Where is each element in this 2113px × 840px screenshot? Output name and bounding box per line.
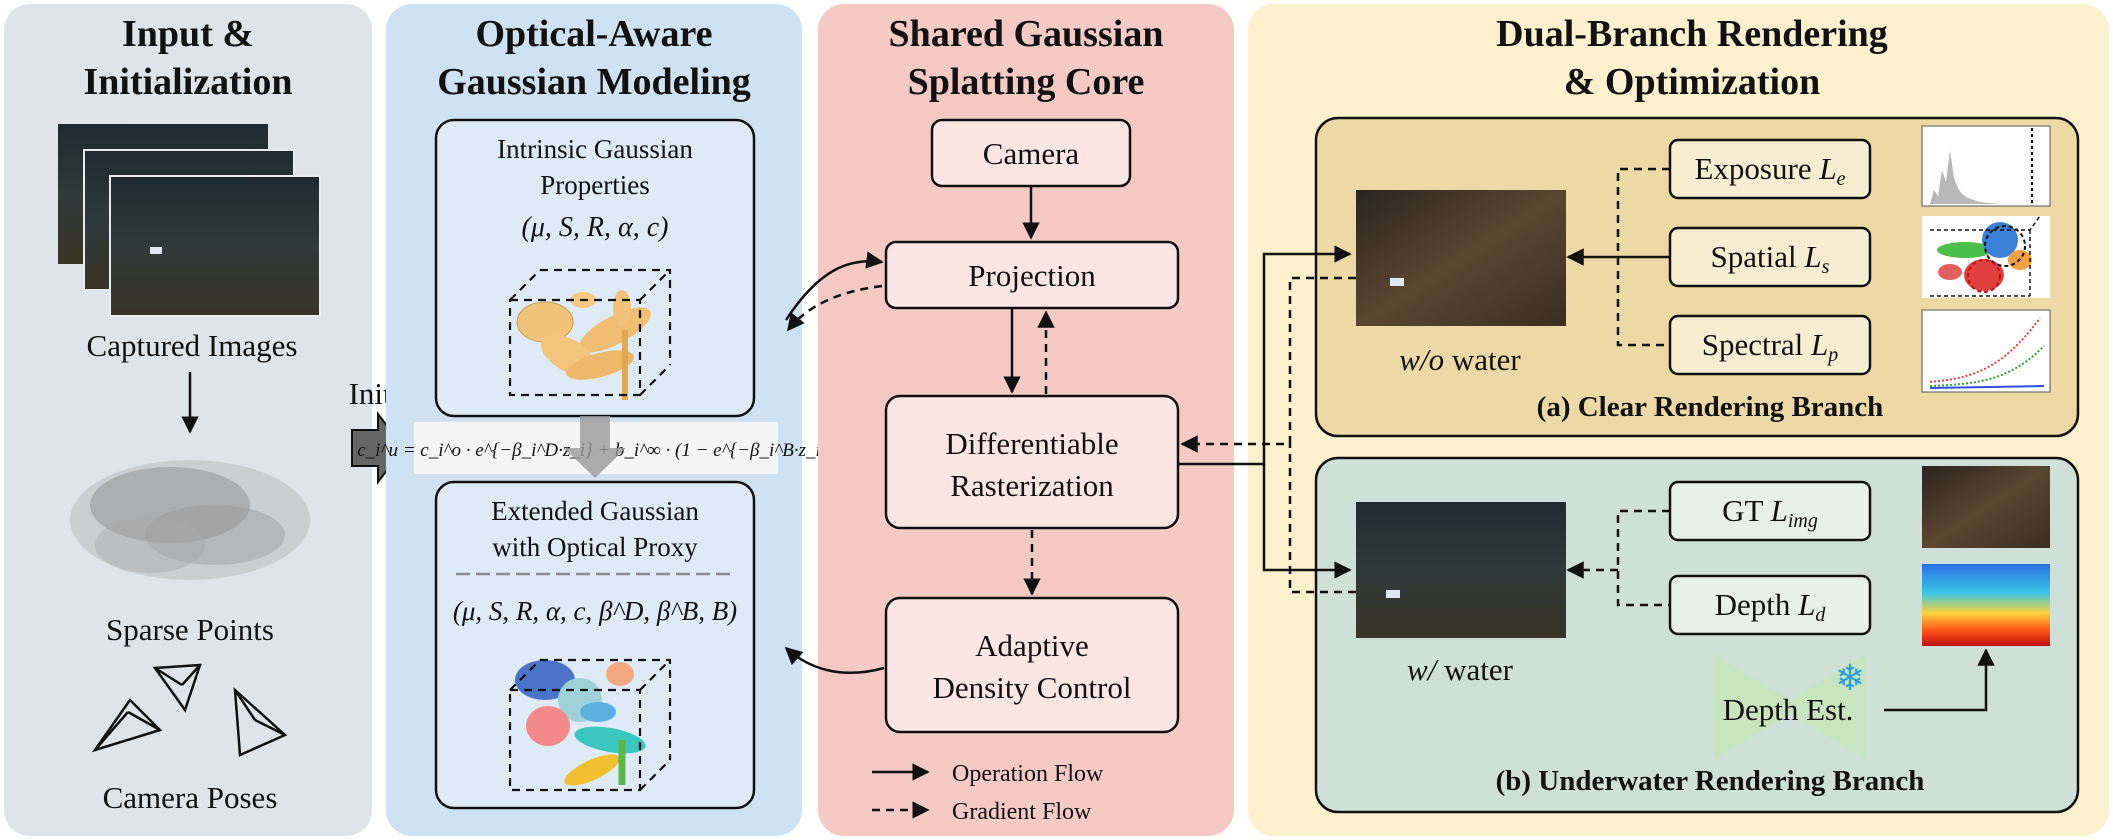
panel-render-title-2: & Optimization — [1564, 61, 1820, 103]
grad-clear-to-raster — [1180, 276, 1356, 453]
legend-gradient-label: Gradient Flow — [952, 799, 1092, 825]
extended-gaussians-cube — [508, 658, 672, 792]
captured-images-label: Captured Images — [87, 328, 298, 363]
projection-label: Projection — [968, 258, 1096, 293]
branch-a-loss-connectors — [1566, 167, 1670, 347]
panel-optical-title-2: Gaussian Modeling — [437, 61, 751, 103]
gt-label: GT Limg — [1722, 493, 1818, 532]
arrow-adc-to-extended — [784, 646, 885, 675]
raster-label-1: Differentiable — [945, 426, 1118, 461]
depth-estimator-icon: ❄ — [1714, 654, 1866, 760]
sparse-points-label: Sparse Points — [106, 612, 274, 647]
branch-a-label: (a) Clear Rendering Branch — [1537, 391, 1884, 423]
branch-b-loss-connectors — [1566, 509, 1670, 607]
adc-label-2: Density Control — [933, 670, 1132, 705]
wo-water-label: w/o water — [1399, 342, 1521, 377]
captured-images-stack — [58, 124, 321, 317]
intrinsic-params: (μ, S, R, α, c) — [522, 212, 669, 243]
spatial-label: Spatial Ls — [1711, 239, 1830, 278]
panel-core-title-1: Shared Gaussian — [889, 13, 1164, 55]
arrow-intrinsic-to-projection — [784, 251, 884, 321]
extended-title-2: with Optical Proxy — [492, 532, 698, 562]
underwater-render-image — [1356, 502, 1566, 638]
panel-core-title-2: Splatting Core — [908, 61, 1145, 103]
sparse-points-cloud — [70, 460, 310, 580]
spatial-gaussians-thumb — [1922, 215, 2050, 298]
spectral-label: Spectral Lp — [1702, 327, 1839, 366]
arrow-raster-to-underwater — [1262, 464, 1352, 579]
exposure-histogram — [1921, 125, 2051, 207]
exposure-label: Exposure Le — [1695, 151, 1846, 190]
raster-box — [884, 394, 1180, 530]
clear-render-image — [1356, 190, 1566, 326]
arrow-raster-to-clear — [1178, 245, 1352, 466]
spectral-box — [1668, 314, 1872, 376]
panel-input-title-2: Initialization — [83, 61, 292, 103]
intrinsic-title-2: Properties — [540, 170, 649, 200]
extended-title-1: Extended Gaussian — [491, 496, 699, 526]
panel-render-title-1: Dual-Branch Rendering — [1496, 13, 1888, 55]
camera-label: Camera — [983, 136, 1080, 171]
arrow-intrinsic-to-extended — [564, 416, 626, 478]
camera-poses-label: Camera Poses — [103, 780, 278, 815]
legend-operation-label: Operation Flow — [952, 761, 1104, 787]
adc-label-1: Adaptive — [975, 628, 1089, 663]
gt-image-thumb — [1922, 466, 2050, 548]
panel-optical-title-1: Optical-Aware — [475, 13, 712, 55]
camera-poses-icons — [91, 663, 288, 757]
panel-input-title-1: Input & — [122, 13, 254, 55]
intrinsic-gaussians-cube — [508, 268, 672, 400]
w-water-label: w/ water — [1407, 652, 1514, 687]
spectral-plot-thumb — [1921, 309, 2051, 393]
depth-est-label: Depth Est. — [1723, 692, 1854, 727]
depth-label: Depth Ld — [1715, 587, 1827, 626]
projection-box — [884, 240, 1180, 310]
grad-underwater-to-raster — [1288, 444, 1356, 594]
extended-box — [434, 480, 756, 810]
snowflake-icon: ❄ — [1835, 658, 1865, 699]
intrinsic-title-1: Intrinsic Gaussian — [497, 134, 693, 164]
extended-params: (μ, S, R, α, c, β^D, β^B, B) — [453, 596, 737, 626]
branch-b-label: (b) Underwater Rendering Branch — [1496, 765, 1925, 797]
adc-box — [884, 596, 1180, 734]
raster-label-2: Rasterization — [950, 468, 1114, 503]
depth-map-thumb — [1922, 564, 2050, 646]
arrow-depthest-to-depthmap — [1884, 648, 1995, 712]
